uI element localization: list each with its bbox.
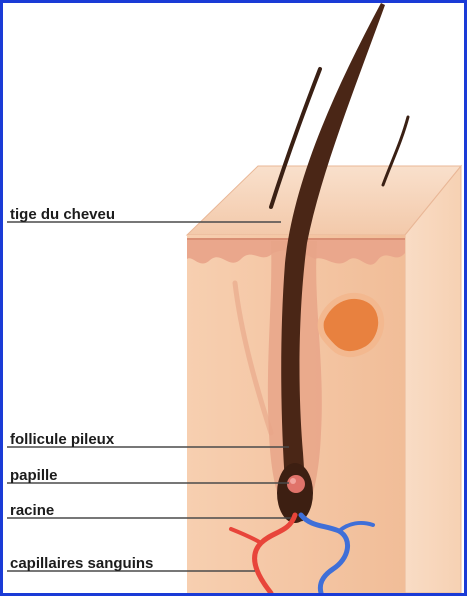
- label-tige-du-cheveu: tige du cheveu: [10, 206, 115, 224]
- label-papille: papille: [10, 467, 58, 485]
- skin-side-face: [405, 166, 461, 593]
- label-racine: racine: [10, 502, 54, 520]
- label-capillaires-sanguins: capillaires sanguins: [10, 555, 153, 573]
- sebaceous-gland: [321, 296, 382, 354]
- hair-anatomy-illustration: [3, 3, 464, 593]
- papilla-highlight: [290, 478, 296, 484]
- papilla: [287, 475, 305, 493]
- label-follicule-pileux: follicule pileux: [10, 431, 114, 449]
